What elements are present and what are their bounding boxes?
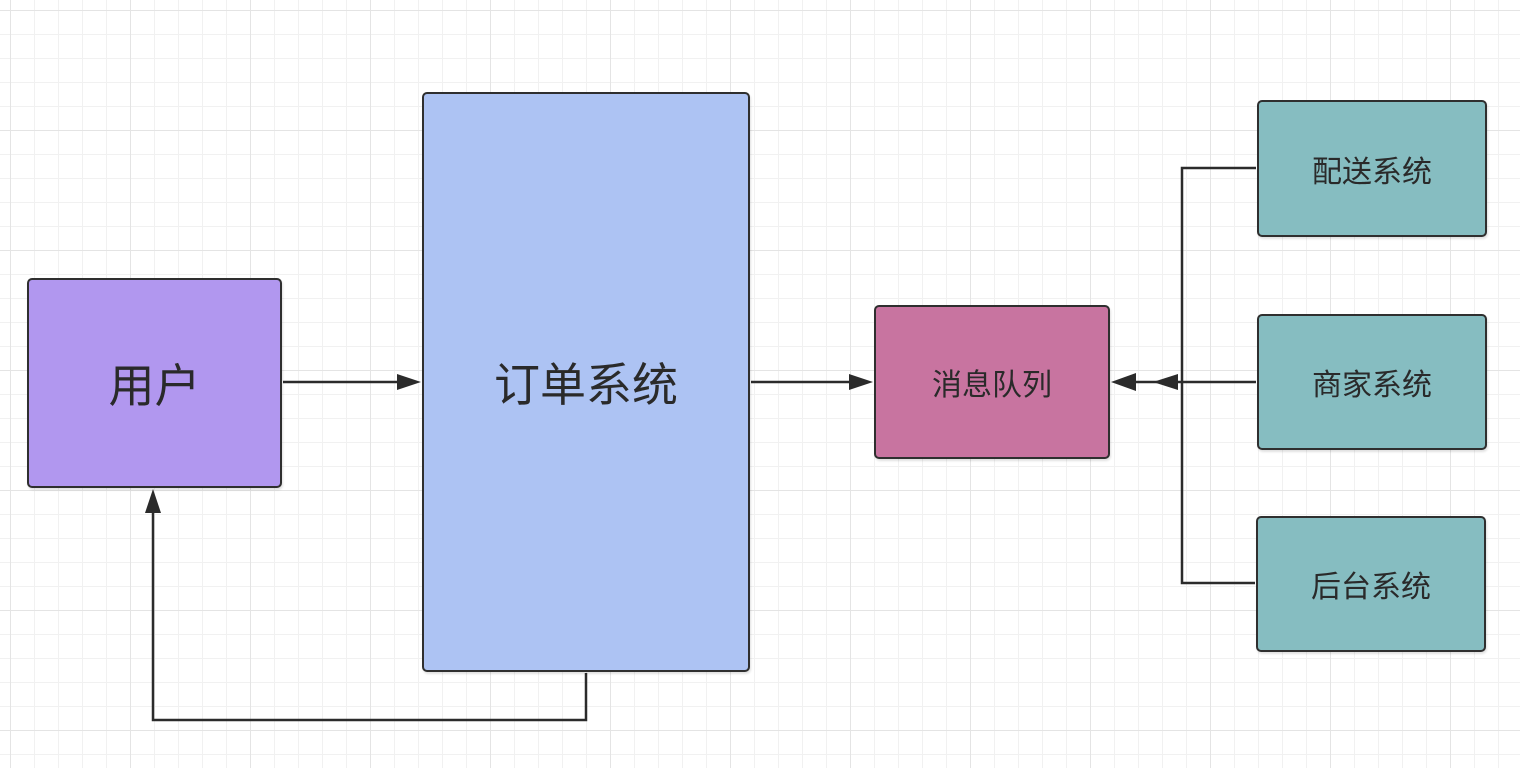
arrowhead-order-to-user (145, 489, 161, 513)
arrowhead-merged-to-queue-secondary (1153, 374, 1178, 390)
node-order-system-label: 订单系统 (494, 358, 678, 412)
node-backend-system-label: 后台系统 (1311, 570, 1431, 605)
node-user[interactable]: 用户 (27, 278, 282, 488)
node-order-system[interactable]: 订单系统 (422, 92, 750, 672)
edge-backend-to-queue (1180, 382, 1255, 585)
node-user-label: 用户 (108, 359, 201, 413)
node-merchant-system-label: 商家系统 (1312, 368, 1432, 403)
node-delivery-system[interactable]: 配送系统 (1257, 100, 1487, 237)
node-message-queue[interactable]: 消息队列 (874, 305, 1110, 459)
edge-order-to-user (151, 508, 588, 722)
node-merchant-system[interactable]: 商家系统 (1257, 314, 1487, 450)
arrowhead-order-to-queue (849, 374, 873, 390)
node-delivery-system-label: 配送系统 (1312, 154, 1432, 190)
node-message-queue-label: 消息队列 (932, 368, 1052, 403)
edge-delivery-to-queue (1180, 166, 1256, 382)
node-backend-system[interactable]: 后台系统 (1256, 516, 1486, 652)
arrowhead-user-to-order (397, 374, 421, 390)
arrowhead-merged-to-queue (1111, 373, 1136, 391)
